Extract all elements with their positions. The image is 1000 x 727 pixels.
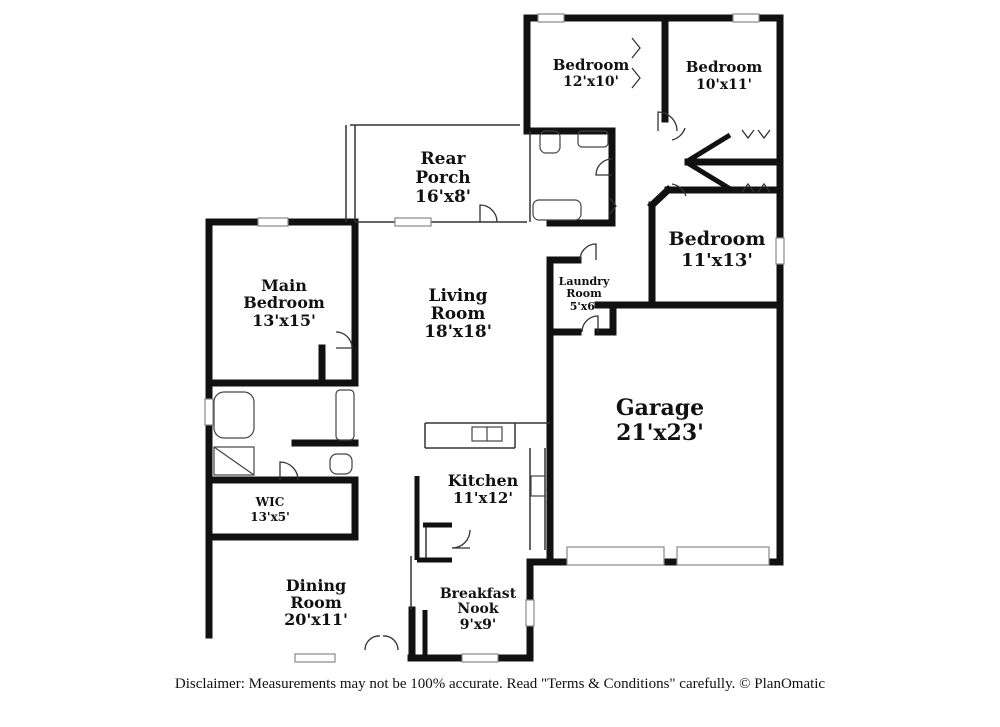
- sink-icon: [335, 389, 355, 441]
- bedroom1-size: 12'x10': [563, 74, 619, 90]
- kitchen-partition: [414, 476, 452, 658]
- wic-name: WIC: [255, 495, 285, 509]
- kitchen-size: 11'x12': [453, 489, 513, 507]
- toilet-icon: [329, 453, 353, 475]
- main-bedroom-size: 13'x15': [252, 311, 316, 330]
- bedroom3-size: 11'x13': [681, 250, 753, 271]
- bedroom1-name: Bedroom: [553, 56, 630, 74]
- laundry-size: 5'x6': [570, 300, 599, 313]
- living-room-name2: Room: [431, 304, 486, 324]
- shower-icon: [213, 446, 255, 476]
- room-labels: Bedroom 12'x10' Bedroom 10'x11' Rear Por…: [243, 56, 765, 633]
- breakfast-nook-name1: Breakfast: [440, 586, 517, 602]
- doors: [279, 37, 771, 651]
- rear-porch-name1: Rear: [421, 149, 467, 169]
- rear-porch-size: 16'x8': [415, 187, 471, 207]
- laundry-name2: Room: [566, 287, 602, 300]
- laundry-name1: Laundry: [559, 275, 610, 288]
- bedroom2-size: 10'x11': [696, 77, 752, 93]
- sink-icon: [577, 130, 609, 148]
- toilet-icon: [539, 130, 561, 154]
- fixtures: [213, 130, 609, 497]
- main-bedroom-name1: Main: [261, 276, 307, 295]
- garage-size: 21'x23': [616, 420, 704, 446]
- dining-room-name2: Room: [290, 593, 342, 612]
- main-bedroom-name2: Bedroom: [243, 293, 325, 312]
- bedroom2-name: Bedroom: [686, 58, 763, 76]
- kitchen-name: Kitchen: [448, 471, 519, 490]
- breakfast-nook-name2: Nook: [457, 601, 498, 617]
- wic-size: 13'x5': [250, 510, 290, 524]
- living-room-name1: Living: [429, 286, 488, 306]
- bathtub-icon: [532, 199, 582, 221]
- dining-room-name1: Dining: [286, 576, 346, 595]
- bedroom3-name: Bedroom: [669, 228, 766, 250]
- hall-walls: [684, 132, 734, 193]
- windows: [204, 13, 785, 663]
- dining-room-size: 20'x11': [284, 610, 348, 629]
- bathtub-icon: [213, 391, 255, 439]
- rear-porch-name2: Porch: [415, 168, 470, 188]
- disclaimer-text: Disclaimer: Measurements may not be 100%…: [174, 676, 826, 692]
- stove-icon: [530, 475, 546, 497]
- breakfast-nook-size: 9'x9': [460, 617, 496, 633]
- garage-name: Garage: [616, 395, 704, 421]
- living-room-size: 18'x18': [424, 322, 492, 342]
